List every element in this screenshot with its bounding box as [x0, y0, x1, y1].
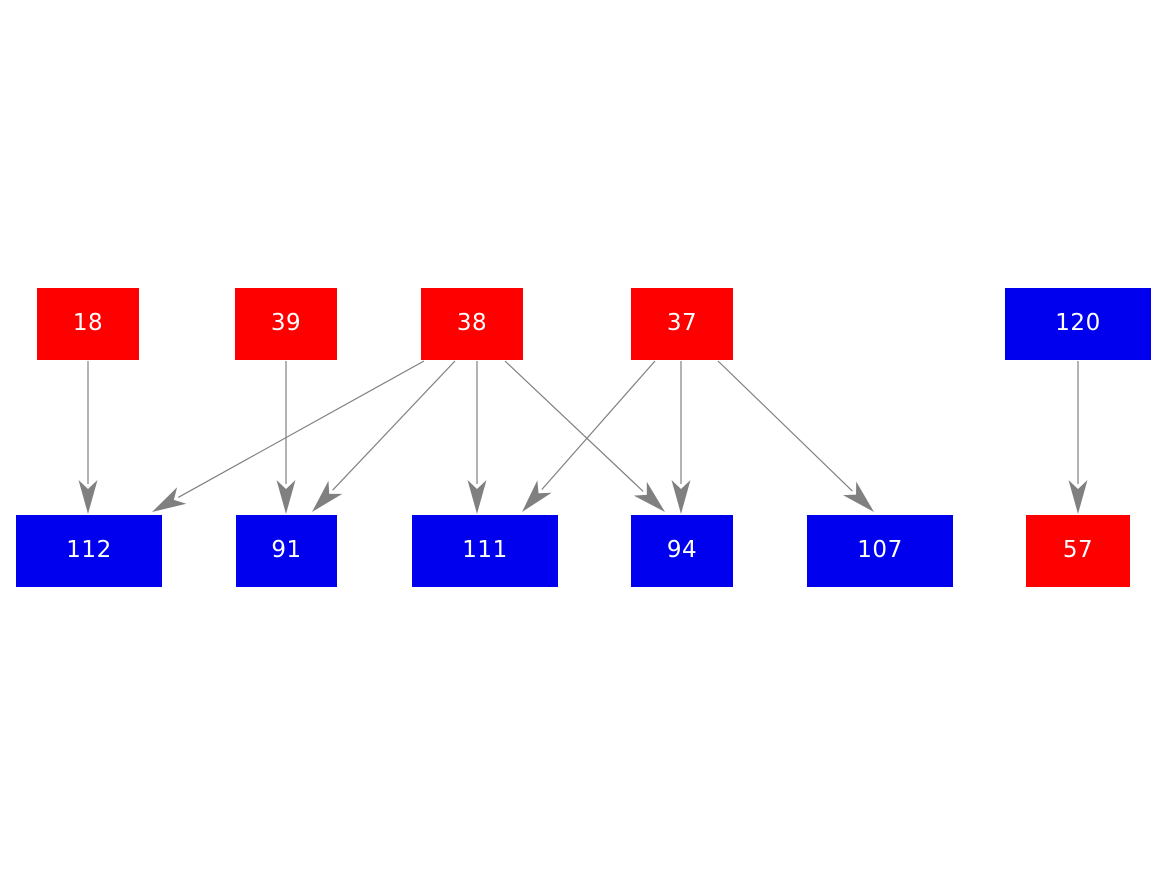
graph-node-94[interactable]: 94 — [631, 515, 733, 587]
graph-node-38[interactable]: 38 — [421, 288, 523, 360]
arrowhead-icon — [276, 480, 296, 514]
graph-node-111[interactable]: 111 — [412, 515, 558, 587]
node-label: 120 — [1055, 309, 1101, 336]
node-label: 112 — [66, 536, 112, 563]
graph-node-120[interactable]: 120 — [1005, 288, 1151, 360]
edge-37-to-94 — [671, 361, 691, 514]
node-label: 18 — [72, 309, 104, 336]
node-label: 38 — [456, 309, 488, 336]
node-label: 111 — [462, 536, 508, 563]
graph-node-37[interactable]: 37 — [631, 288, 733, 360]
node-label: 57 — [1062, 536, 1094, 563]
graph-node-57[interactable]: 57 — [1026, 515, 1130, 587]
arrowhead-icon — [467, 480, 487, 514]
edge-18-to-112 — [78, 361, 98, 514]
arrowhead-icon — [842, 481, 874, 512]
arrowhead-icon — [671, 480, 691, 514]
node-label: 107 — [857, 536, 903, 563]
edge-37-to-111 — [522, 360, 656, 512]
arrowhead-icon — [1068, 480, 1088, 514]
edge-shaft — [541, 360, 656, 490]
edge-38-to-111 — [467, 361, 487, 514]
graph-node-18[interactable]: 18 — [37, 288, 139, 360]
graph-node-112[interactable]: 112 — [16, 515, 162, 587]
edge-shaft — [717, 360, 853, 492]
node-label: 37 — [666, 309, 698, 336]
graph-node-39[interactable]: 39 — [235, 288, 337, 360]
edge-shaft — [504, 360, 644, 492]
edge-shaft — [177, 360, 425, 498]
edge-38-to-112 — [152, 360, 425, 512]
node-label: 39 — [270, 309, 302, 336]
edge-39-to-91 — [276, 361, 296, 514]
node-label: 94 — [666, 536, 698, 563]
arrowhead-icon — [78, 480, 98, 514]
arrowhead-icon — [522, 480, 552, 512]
edge-37-to-107 — [717, 360, 874, 512]
arrowhead-icon — [633, 481, 665, 512]
graph-node-107[interactable]: 107 — [807, 515, 953, 587]
arrowhead-icon — [152, 487, 187, 512]
node-label: 91 — [271, 536, 302, 563]
edge-38-to-94 — [504, 360, 665, 512]
edge-120-to-57 — [1068, 361, 1088, 514]
edge-shaft — [332, 360, 456, 491]
graph-node-91[interactable]: 91 — [236, 515, 337, 587]
edge-38-to-91 — [312, 360, 456, 512]
arrowhead-icon — [312, 480, 343, 512]
